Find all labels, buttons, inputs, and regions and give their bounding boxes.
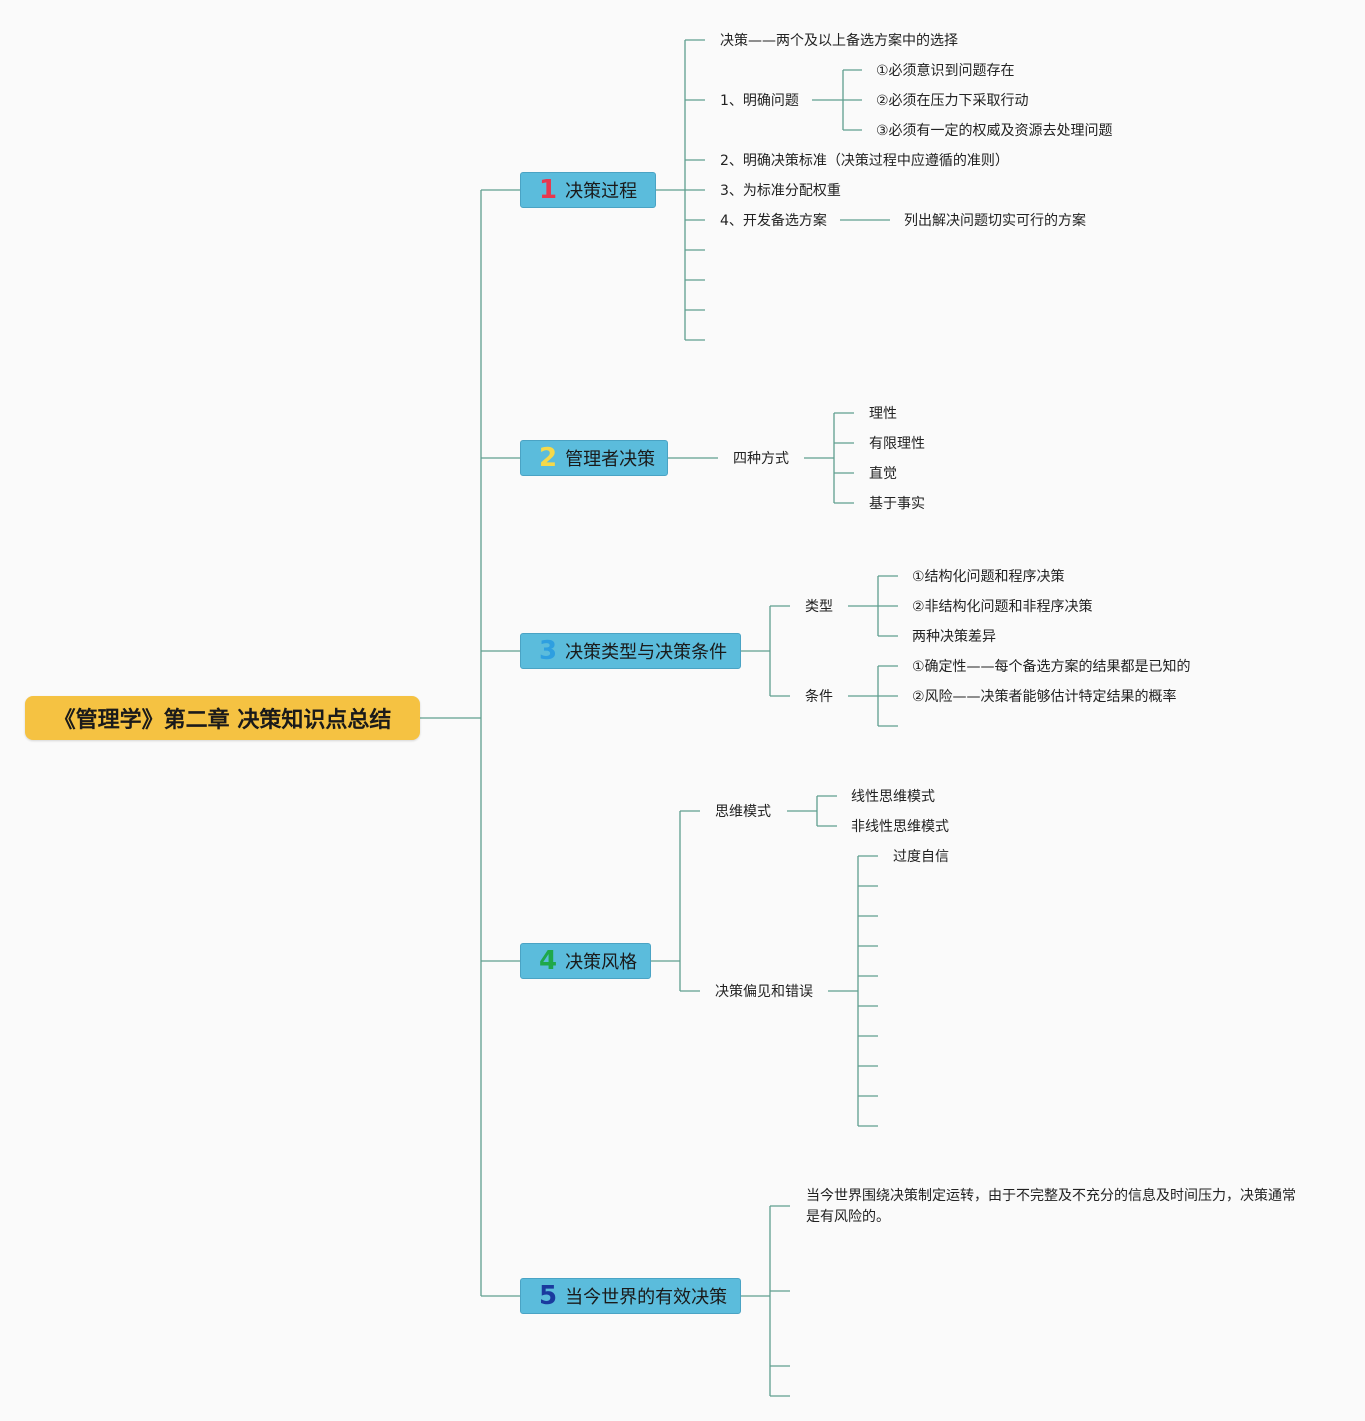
topic-number: 3 [539, 636, 558, 666]
node-leaf[interactable]: ②非结构化问题和非程序决策 [912, 599, 1093, 615]
topic-decision-types[interactable]: 3 决策类型与决策条件 [520, 633, 741, 669]
node-decision-criteria[interactable]: 2、明确决策标准（决策过程中应遵循的准则） [720, 153, 1009, 169]
topic-number: 1 [539, 175, 558, 205]
node-leaf[interactable]: ①结构化问题和程序决策 [912, 569, 1065, 585]
node-bias-errors[interactable]: 决策偏见和错误 [715, 984, 813, 1000]
node-leaf[interactable]: 基于事实 [869, 496, 925, 512]
topic-decision-process[interactable]: 1 决策过程 [520, 172, 656, 208]
node-leaf[interactable]: ②必须在压力下采取行动 [876, 93, 1029, 109]
node-decision-definition[interactable]: 决策——两个及以上备选方案中的选择 [720, 33, 958, 49]
node-identify-problem[interactable]: 1、明确问题 [720, 93, 799, 109]
node-leaf[interactable]: 过度自信 [893, 849, 949, 865]
node-leaf[interactable]: 理性 [869, 406, 897, 422]
topic-effective-decision[interactable]: 5 当今世界的有效决策 [520, 1278, 741, 1314]
topic-number: 4 [539, 946, 558, 976]
topic-label: 决策风格 [565, 952, 638, 973]
root-node[interactable]: 《管理学》第二章 决策知识点总结 [25, 696, 420, 740]
node-leaf[interactable]: 列出解决问题切实可行的方案 [904, 213, 1086, 229]
node-thinking-mode[interactable]: 思维模式 [715, 804, 771, 820]
node-leaf[interactable]: ①必须意识到问题存在 [876, 63, 1015, 79]
node-leaf[interactable]: ②风险——决策者能够估计特定结果的概率 [912, 689, 1177, 705]
topic-label: 决策过程 [565, 181, 638, 202]
node-four-ways[interactable]: 四种方式 [733, 451, 789, 467]
node-leaf[interactable]: 直觉 [869, 466, 897, 482]
topic-label: 管理者决策 [565, 449, 656, 470]
node-leaf[interactable]: 线性思维模式 [851, 789, 935, 805]
node-world-decision-note[interactable]: 当今世界围绕决策制定运转，由于不完整及不充分的信息及时间压力，决策通常是有风险的… [806, 1188, 1296, 1225]
topic-number: 5 [539, 1281, 558, 1311]
node-leaf[interactable]: ③必须有一定的权威及资源去处理问题 [876, 123, 1113, 139]
node-types[interactable]: 类型 [805, 599, 833, 615]
node-leaf[interactable]: 有限理性 [869, 436, 925, 452]
topic-label: 决策类型与决策条件 [565, 642, 728, 663]
topic-number: 2 [539, 443, 558, 473]
topic-label: 当今世界的有效决策 [565, 1287, 728, 1308]
node-leaf[interactable]: 非线性思维模式 [851, 819, 949, 835]
node-develop-alternatives[interactable]: 4、开发备选方案 [720, 213, 827, 229]
node-leaf[interactable]: ①确定性——每个备选方案的结果都是已知的 [912, 659, 1191, 675]
node-assign-weights[interactable]: 3、为标准分配权重 [720, 183, 841, 199]
topic-manager-decision[interactable]: 2 管理者决策 [520, 440, 668, 476]
node-leaf[interactable]: 两种决策差异 [912, 629, 996, 645]
node-conditions[interactable]: 条件 [805, 689, 833, 705]
topic-decision-style[interactable]: 4 决策风格 [520, 943, 651, 979]
